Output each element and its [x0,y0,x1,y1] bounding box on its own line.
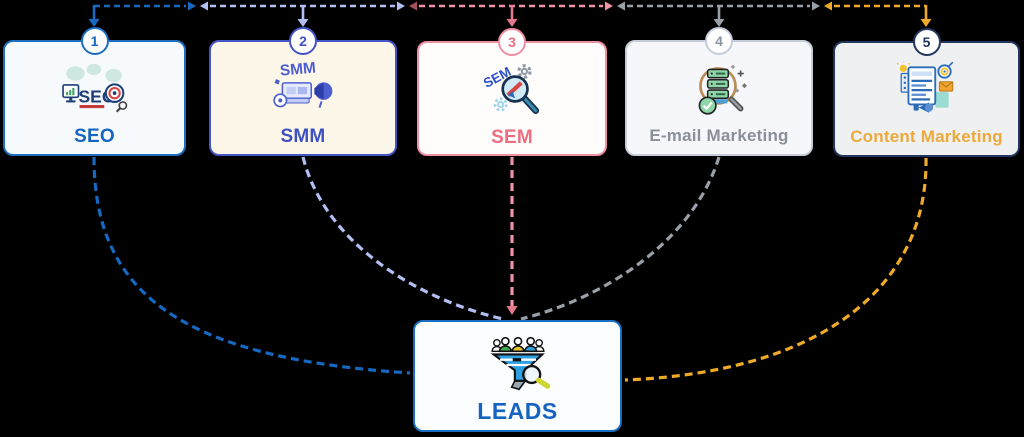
card-sem: 3 SEM SEM [417,28,607,156]
curve-content-to-leads [624,157,928,382]
junction-arrow-email-right [812,1,820,11]
card-seo-label: SEO [74,126,115,147]
curve-email-to-leads [520,156,721,321]
seo-icon: SEO [61,59,128,117]
card-content-marketing: 5 [833,28,1020,157]
curve-sem-arrowhead [506,306,518,315]
curve-smm-to-leads [301,156,504,321]
smm-icon: SMM [270,59,336,117]
card-smm-label: SMM [280,126,326,147]
down-arrow-email [713,19,725,27]
card-seo-number: 1 [90,33,99,49]
card-sem-number: 3 [508,34,516,50]
card-content-number-badge: 5 [912,28,941,56]
leads-funnel-icon [480,334,556,396]
card-seo: 1 SEO SEO [3,27,186,156]
card-smm-number: 2 [299,33,307,49]
curve-seo-to-leads [92,156,411,375]
card-sem-label: SEM [491,127,533,148]
junction-arrow-sem-left [409,1,417,11]
junction-arrow-sem-right [605,1,613,11]
leads-box: LEADS [413,320,622,432]
card-smm-number-badge: 2 [289,27,317,55]
down-arrow-content [920,19,932,27]
card-content-label: Content Marketing [850,127,1003,146]
junction-arrow-seo-right [188,1,196,11]
down-arrow-seo [88,19,100,27]
junction-arrow-email-left [617,1,625,11]
card-content-number: 5 [922,34,931,50]
down-arrow-smm [297,19,309,27]
card-email-number: 4 [715,33,723,49]
card-email-number-badge: 4 [705,27,733,55]
down-arrow-sem [506,19,518,27]
leads-label: LEADS [477,398,558,424]
junction-arrow-content-left [824,1,832,11]
card-email-marketing: 4 E-mail Marketing [625,27,813,156]
sem-icon: SEM [479,60,545,118]
junction-arrow-smm-left [200,1,208,11]
card-smm: 2 SMM SMM [209,27,397,156]
junction-arrow-smm-right [397,1,405,11]
card-seo-number-badge: 1 [80,27,109,55]
smm-icon-text: SMM [279,60,316,80]
card-sem-number-badge: 3 [498,28,526,56]
email-marketing-icon [686,59,752,117]
content-marketing-icon [894,60,960,118]
card-email-label: E-mail Marketing [649,126,789,145]
